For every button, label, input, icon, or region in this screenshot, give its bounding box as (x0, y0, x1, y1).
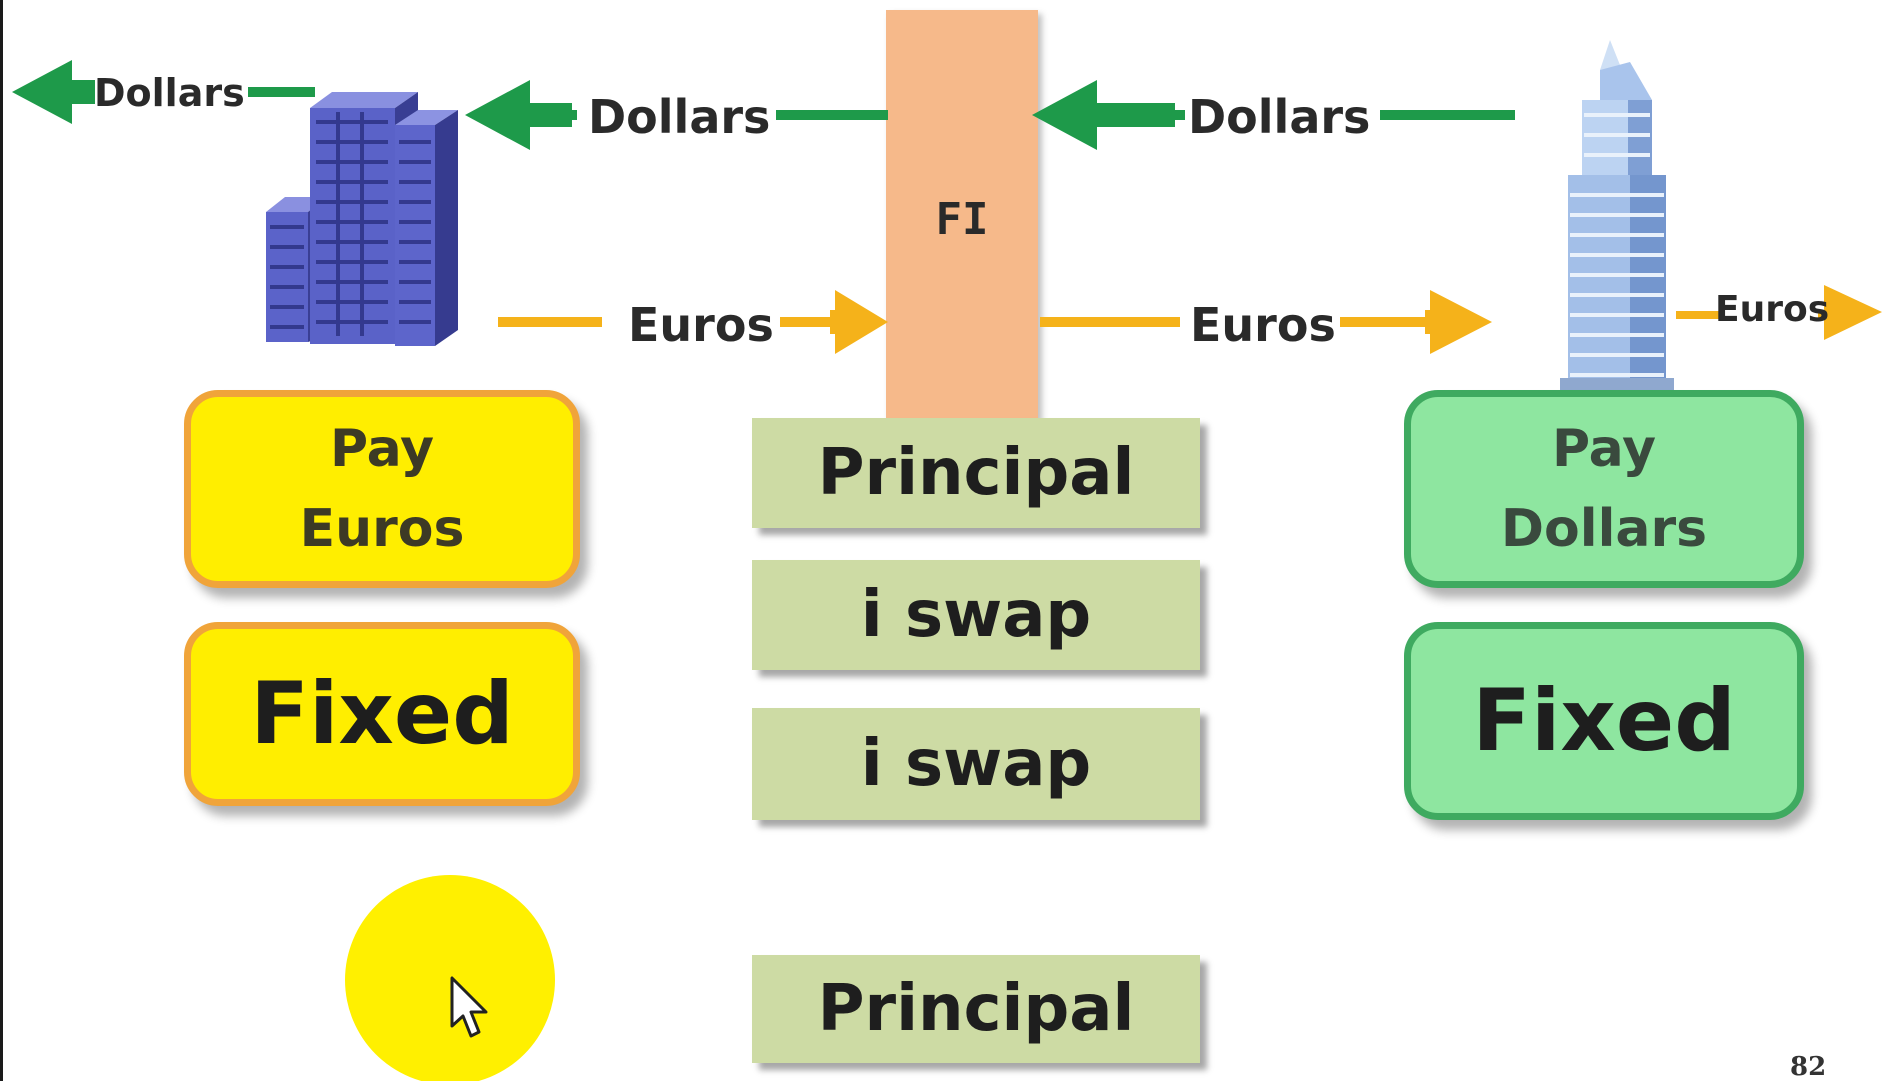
cursor-highlight (345, 875, 555, 1081)
arrow-right-icon (1425, 290, 1492, 354)
arrow-left-icon (465, 80, 572, 150)
pay-euros-line2: Euros (299, 499, 465, 559)
dollar-flow-left (465, 80, 888, 150)
fixed-rate-label-left: Fixed (250, 664, 514, 764)
principal-box-top: Principal (752, 418, 1200, 528)
dollar-label-left: Dollars (588, 90, 771, 144)
fi-bar (886, 10, 1038, 420)
dollar-flow-right (1032, 80, 1515, 150)
arrow-right-icon (830, 290, 888, 354)
fi-label: FI (935, 194, 989, 245)
arrow-right-icon (1824, 285, 1882, 340)
skyscraper-icon (1560, 40, 1674, 392)
euro-label-left: Euros (628, 298, 774, 352)
office-buildings-icon (266, 92, 458, 346)
mouse-cursor-icon (450, 976, 488, 1038)
euro-label-far-right: Euros (1715, 289, 1830, 330)
arrow-left-icon (1032, 80, 1175, 150)
euro-label-right: Euros (1190, 298, 1336, 352)
dollar-label-right: Dollars (1188, 90, 1371, 144)
pay-dollars-box: Pay Dollars (1404, 390, 1804, 588)
dollar-flow-far-left (12, 60, 315, 124)
euro-flow-far-right (1676, 285, 1882, 340)
pay-dollars-line1: Pay (1551, 419, 1657, 479)
pay-euros-line1: Pay (329, 419, 435, 479)
euro-flow-right (1040, 290, 1492, 354)
page-number: 82 (1790, 1052, 1827, 1081)
i-swap-box-2: i swap (752, 708, 1200, 820)
left-border (0, 0, 3, 1081)
pay-dollars-line2: Dollars (1500, 499, 1708, 559)
fixed-rate-box-right: Fixed (1404, 622, 1804, 820)
fixed-rate-label-right: Fixed (1472, 671, 1736, 771)
dollar-label-far-left: Dollars (94, 71, 245, 115)
principal-box-bottom: Principal (752, 955, 1200, 1063)
pay-euros-box: Pay Euros (184, 390, 580, 588)
fixed-rate-box-left: Fixed (184, 622, 580, 806)
arrow-left-icon (12, 60, 95, 124)
euro-flow-left (498, 290, 888, 354)
i-swap-box-1: i swap (752, 560, 1200, 670)
